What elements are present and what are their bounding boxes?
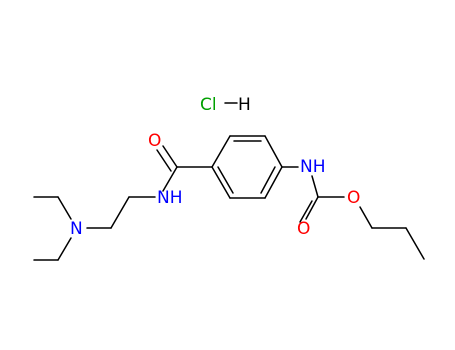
propyl-bond: [405, 227, 425, 260]
ethyl-bond: [57, 237, 72, 261]
ring-bond: [264, 135, 283, 168]
ring-bond: [211, 135, 231, 168]
ring-bond: [211, 166, 231, 199]
carbamate-carbonyl-bond: [299, 200, 313, 223]
ethyl-bond: [57, 196, 72, 220]
carbamate-oxygen-double-label: O: [297, 219, 310, 239]
ring-inner-bond: [260, 166, 276, 194]
ring-bond: [264, 166, 283, 199]
amide-oxygen-label: O: [148, 131, 161, 151]
linker-bond: [110, 196, 130, 229]
propyl-bond: [359, 206, 373, 229]
carbamate-n-c-bond: [311, 175, 319, 198]
salt-hydrogen-label: H: [238, 95, 251, 115]
amide-nh-label: NH: [157, 188, 183, 208]
salt-chlorine-label: Cl: [200, 95, 217, 115]
amide-carbonyl-bond: [156, 149, 172, 172]
carbamate-oxygen-ester-label: O: [347, 188, 360, 208]
carbamate-nh-label: NH: [300, 157, 326, 177]
amide-carbonyl-bond: [162, 145, 178, 168]
amine-nitrogen-label: N: [70, 219, 83, 239]
carbamate-carbonyl-bond: [305, 196, 319, 220]
amide-c-n-bond: [162, 166, 178, 192]
ring-inner-bond: [217, 166, 234, 194]
